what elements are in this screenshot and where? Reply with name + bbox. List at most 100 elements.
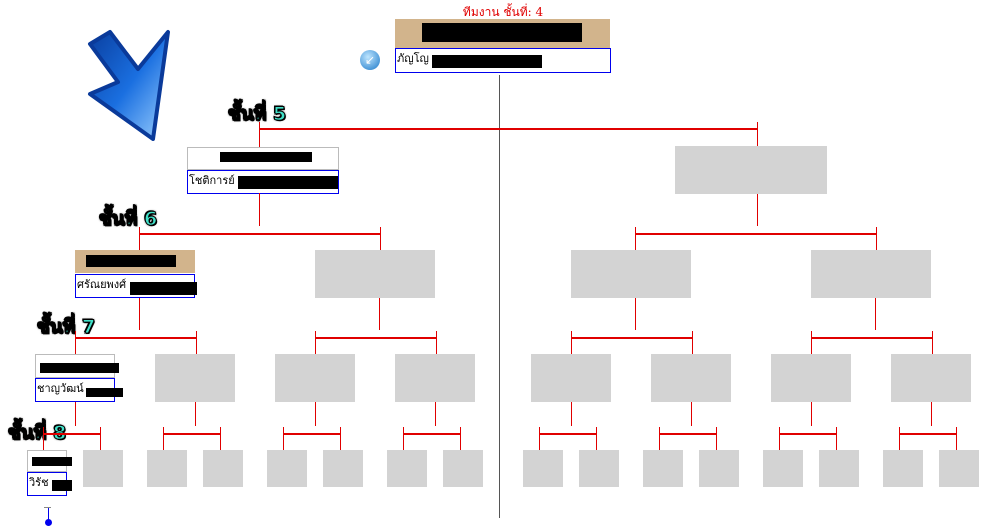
empty-slot[interactable] [315,250,435,298]
connector-line [779,433,837,435]
empty-slot[interactable] [395,354,475,402]
redacted-text [86,255,176,267]
member-name: ภัญโญ [397,52,429,65]
connector-line [380,227,381,250]
connector-line [836,427,837,450]
empty-slot[interactable] [643,450,683,487]
empty-slot[interactable] [323,450,363,487]
empty-slot[interactable] [523,450,563,487]
connector-line [931,402,932,426]
connector-line [195,402,196,426]
empty-slot[interactable] [275,354,355,402]
empty-slot[interactable] [155,354,235,402]
pin-icon [44,507,51,508]
connector-line [956,427,957,450]
connector-line [43,433,101,435]
connector-line [757,193,758,226]
empty-slot[interactable] [699,450,739,487]
connector-line [259,128,758,130]
empty-slot[interactable] [83,450,123,487]
connector-line [691,402,692,426]
empty-slot[interactable] [651,354,731,402]
page-title: ทีมงาน ชั้นที่: 4 [462,5,544,19]
redacted-text [52,480,72,491]
redacted-text [32,457,72,466]
connector-line [139,233,381,235]
empty-slot[interactable] [891,354,971,402]
connector-line [259,193,260,226]
connector-line [692,331,693,354]
empty-slot[interactable] [571,250,691,298]
connector-line [899,427,900,450]
empty-slot[interactable] [387,450,427,487]
empty-slot[interactable] [771,354,851,402]
connector-line [811,402,812,426]
member-name: วิรัช [29,476,49,489]
empty-slot[interactable] [883,450,923,487]
connector-line [75,402,76,426]
empty-slot[interactable] [267,450,307,487]
empty-slot[interactable] [443,450,483,487]
connector-line [259,122,260,147]
connector-line [379,298,380,330]
connector-line [811,337,933,339]
connector-line [539,427,540,450]
connector-line [283,427,284,450]
empty-slot[interactable] [675,146,827,194]
connector-line [220,427,221,450]
connector-line [811,331,812,354]
center-divider [499,75,500,518]
connector-line [716,427,717,450]
connector-line [435,402,436,426]
member-name: โชติการย์ [189,174,235,187]
redacted-text [220,152,312,162]
connector-line [283,433,341,435]
pin-stem [48,508,49,521]
connector-line [75,337,197,339]
connector-line [659,433,717,435]
empty-slot[interactable] [531,354,611,402]
connector-line [315,337,437,339]
member-name: ชาญวัฒน์ [37,382,84,395]
connector-line [315,402,316,426]
connector-line [932,331,933,354]
empty-slot[interactable] [203,450,243,487]
level-label-5: ชั้นที่ 5 [227,103,287,126]
pin-dot [45,519,52,526]
empty-slot[interactable] [579,450,619,487]
go-up-icon[interactable]: ↙ [360,50,380,70]
level-label-6: ชั้นที่ 6 [98,208,158,231]
connector-line [659,427,660,450]
connector-line [403,427,404,450]
redacted-text [130,282,197,295]
connector-line [340,427,341,450]
member-name: ศรัณยพงศ์ [77,278,127,291]
connector-line [757,122,758,146]
connector-line [876,227,877,250]
empty-slot[interactable] [819,450,859,487]
redacted-text [40,363,119,373]
connector-line [635,227,636,250]
level-label-7: ชั้นที่ 7 [36,316,96,339]
connector-line [43,427,44,450]
connector-line [163,427,164,450]
connector-line [779,427,780,450]
empty-slot[interactable] [811,250,931,298]
empty-slot[interactable] [939,450,979,487]
connector-line [635,233,877,235]
connector-line [539,433,597,435]
node-header [187,147,339,170]
arrow-down-left-icon [88,30,170,141]
connector-line [460,427,461,450]
connector-line [571,402,572,426]
connector-line [571,337,693,339]
connector-line [596,427,597,450]
connector-line [315,331,316,354]
connector-line [875,298,876,330]
empty-slot[interactable] [763,450,803,487]
empty-slot[interactable] [147,450,187,487]
redacted-text [86,388,123,397]
connector-line [571,331,572,354]
connector-line [436,331,437,354]
level-label-8: ชั้นที่ 8 [7,422,67,445]
